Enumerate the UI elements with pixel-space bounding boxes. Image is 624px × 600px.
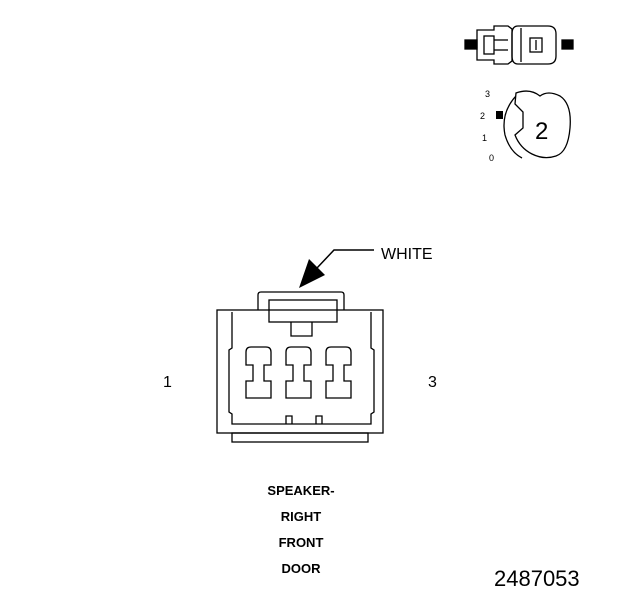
figure-number: 2487053 bbox=[494, 566, 580, 591]
key-position-2: 2 bbox=[480, 111, 485, 121]
connector-name-line-3: FRONT bbox=[279, 535, 324, 550]
connector-name-line-1: SPEAKER- bbox=[267, 483, 334, 498]
connector-face bbox=[216, 291, 384, 443]
key-position-1: 1 bbox=[482, 133, 487, 143]
key-position-icon: 3 2 1 0 2 bbox=[480, 89, 571, 163]
key-position-3: 3 bbox=[485, 89, 490, 99]
pin-label-1: 1 bbox=[163, 374, 172, 391]
key-number: 2 bbox=[535, 118, 548, 145]
terminal-cavity-1 bbox=[245, 346, 272, 399]
terminal-cavity-3 bbox=[325, 346, 352, 399]
connector-name: SPEAKER- RIGHT FRONT DOOR bbox=[267, 483, 334, 576]
connector-name-line-2: RIGHT bbox=[281, 509, 322, 524]
connector-name-line-4: DOOR bbox=[282, 561, 322, 576]
terminal-cavity-2 bbox=[285, 346, 312, 399]
key-position-0: 0 bbox=[489, 153, 494, 163]
pin-label-3: 3 bbox=[428, 374, 437, 391]
wire-color-leader bbox=[299, 249, 374, 288]
connector-mating-icon bbox=[464, 25, 574, 65]
arrowhead-icon bbox=[299, 259, 325, 288]
wire-color-label: WHITE bbox=[381, 246, 433, 263]
